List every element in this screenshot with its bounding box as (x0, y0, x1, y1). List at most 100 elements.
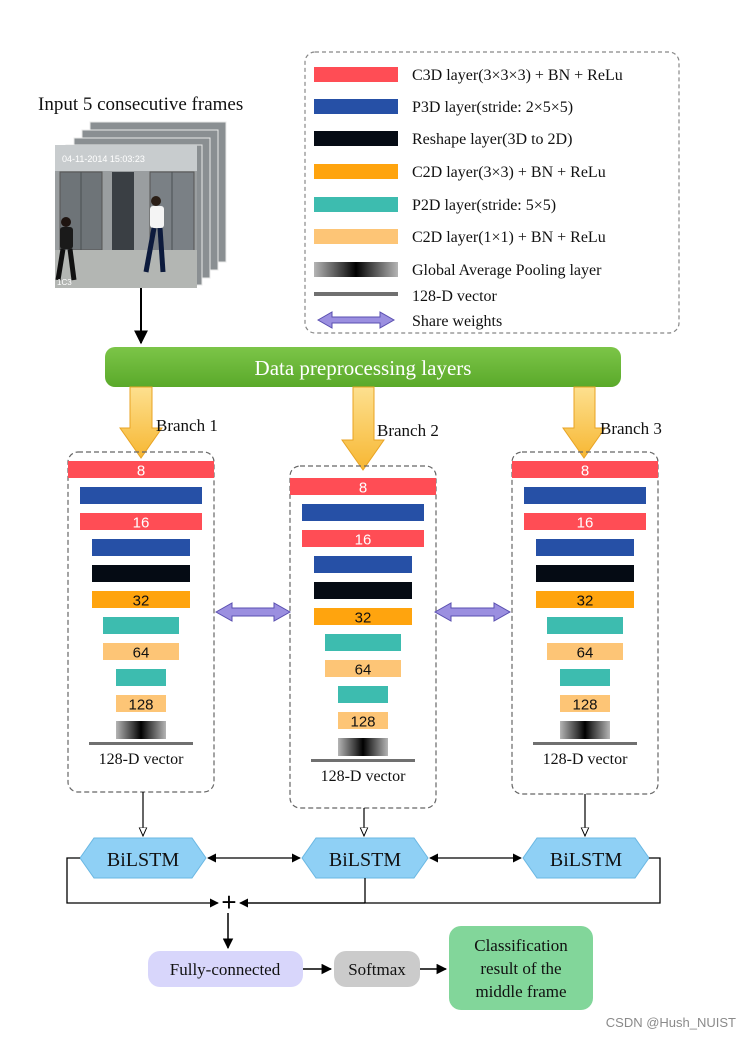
fully-connected-box: Fully-connected (148, 951, 303, 987)
branch-2-layer-p2d-7 (325, 634, 401, 651)
legend-share-weights-icon (316, 311, 396, 329)
branch-2-layer-c2d1-10 (338, 712, 388, 729)
branch-funnel-3 (562, 386, 606, 459)
line-bilstm1-to-plus (66, 857, 219, 908)
branch-3-layer-p3d-2 (524, 487, 646, 504)
branch-3-layer-label-c2d: 32 (577, 593, 594, 610)
branch-3-layer-p2d-9 (560, 669, 610, 686)
branch-3-layer-c3d-3 (524, 513, 646, 530)
watermark: CSDN @Hush_NUIST (606, 1015, 736, 1030)
preprocess-bar-shape (105, 347, 621, 387)
branch-3-vector-label: 128-D vector (543, 751, 629, 768)
preprocess-bar: Data preprocessing layers (105, 347, 621, 387)
branch-2-layer-p3d-4 (314, 556, 412, 573)
input-label: Input 5 consecutive frames (38, 94, 243, 115)
branch-1-layer-gap-11 (116, 721, 166, 739)
legend-swatch-c2d (314, 164, 398, 179)
fc-label: Fully-connected (170, 960, 281, 979)
floor (55, 250, 197, 288)
branch-3-layer-reshape-5 (536, 565, 634, 582)
bilstm-3: BiLSTM (522, 837, 650, 879)
bilstm-2: BiLSTM (301, 837, 429, 879)
branch-1-vector-bar (89, 742, 193, 745)
branch-3-layer-c2d1-10 (560, 695, 610, 712)
ceiling (55, 145, 197, 171)
branch-1-layer-p3d-2 (80, 487, 202, 504)
share-weights-arrow-1-2 (214, 602, 292, 622)
branch-2-layer-label-c3d_b: 16 (355, 532, 372, 549)
branch-2-layer-c2d-6 (314, 608, 412, 625)
softmax-box: Softmax (334, 951, 420, 987)
branch-2-layer-reshape-5 (314, 582, 412, 599)
branch-1-layer-p3d-4 (92, 539, 190, 556)
branch-3-layer-p3d-4 (536, 539, 634, 556)
softmax-label: Softmax (348, 960, 406, 979)
branch-3-layer-gap-11 (560, 721, 610, 739)
branch-2-layer-c3d-1 (290, 478, 436, 495)
legend: C3D layer(3×3×3) + BN + ReLu P3D layer(s… (304, 51, 680, 334)
branch-2-layer-p2d-9 (338, 686, 388, 703)
input-frames: 04-11-2014 15:03:23 1C3 (55, 121, 227, 288)
branch-1-layer-c2d-6 (92, 591, 190, 608)
branch-1-layer-label-c2d1_a: 64 (133, 645, 150, 662)
result-line-1: Classification (474, 936, 568, 955)
branch-2-layer-p3d-2 (302, 504, 424, 521)
legend-label-c2d: C2D layer(3×3) + BN + ReLu (412, 164, 606, 181)
bilstm-2-label: BiLSTM (329, 849, 401, 871)
legend-swatch-p3d (314, 99, 398, 114)
bilstm-1-label: BiLSTM (107, 849, 179, 871)
branch-3-vector-bar (533, 742, 637, 745)
branch-2-layer-label-c2d: 32 (355, 610, 372, 627)
branch-1-layer-reshape-5 (92, 565, 190, 582)
frame-corner-label: 1C3 (57, 278, 72, 287)
branch-3-layer-label-c2d1_b: 128 (572, 697, 597, 714)
legend-swatch-gap (314, 262, 398, 277)
share-weights-arrow-2-3 (433, 602, 512, 622)
branch-2-layer-c3d-3 (302, 530, 424, 547)
branch-3-layer-p2d-7 (547, 617, 623, 634)
branch-1-box (67, 451, 215, 793)
legend-label-c3d: C3D layer(3×3×3) + BN + ReLu (412, 67, 623, 84)
legend-label-reshape: Reshape layer(3D to 2D) (412, 131, 572, 148)
line-bilstm3-to-plus (244, 857, 661, 904)
branch-3-layer-label-c3d_b: 16 (577, 515, 594, 532)
person-walking (143, 196, 166, 273)
branch-funnel-1 (119, 386, 163, 459)
frame-1: 04-11-2014 15:03:23 1C3 (55, 145, 197, 288)
legend-label-vector: 128-D vector (412, 288, 498, 305)
branch-2-layer-c2d1-8 (325, 660, 401, 677)
branch-1-layer-c3d-3 (80, 513, 202, 530)
result-line-2: result of the (480, 959, 561, 978)
branch-1-layer-label-c2d1_b: 128 (128, 697, 153, 714)
legend-label-p2d: P2D layer(stride: 5×5) (412, 197, 556, 214)
branch-3-label: Branch 3 (600, 419, 662, 438)
branch-1-layer-label-c2d: 32 (133, 593, 150, 610)
legend-swatch-p2d (314, 197, 398, 212)
person-left (55, 217, 77, 281)
preprocess-label: Data preprocessing layers (255, 356, 472, 380)
legend-swatch-c2d1 (314, 229, 398, 244)
branch-1-layer-c2d1-10 (116, 695, 166, 712)
bilstm-3-label: BiLSTM (550, 849, 622, 871)
branch-2-layer-label-c2d1_a: 64 (355, 662, 372, 679)
branch-1-layer-c3d-1 (68, 461, 214, 478)
branches: 8 16 32 64 128 128-D vector 8 16 32 64 128 128-D ve… (67, 451, 659, 809)
legend-swatch-c3d (314, 67, 398, 82)
branch-1-layer-p2d-9 (116, 669, 166, 686)
branch-1-layer-label-c3d_a: 8 (137, 463, 145, 480)
legend-label-gap: Global Average Pooling layer (412, 262, 602, 279)
dark-doorway (112, 172, 134, 250)
branch-2-label: Branch 2 (377, 421, 439, 440)
branch-3-layer-c3d-1 (512, 461, 658, 478)
result-box: Classification result of the middle fram… (449, 926, 593, 1010)
branch-3-layer-label-c3d_a: 8 (581, 463, 589, 480)
branch-1-layer-label-c3d_b: 16 (133, 515, 150, 532)
result-line-3: middle frame (475, 982, 566, 1001)
branch-2-vector-label: 128-D vector (321, 768, 407, 785)
legend-swatch-vector (314, 292, 398, 296)
